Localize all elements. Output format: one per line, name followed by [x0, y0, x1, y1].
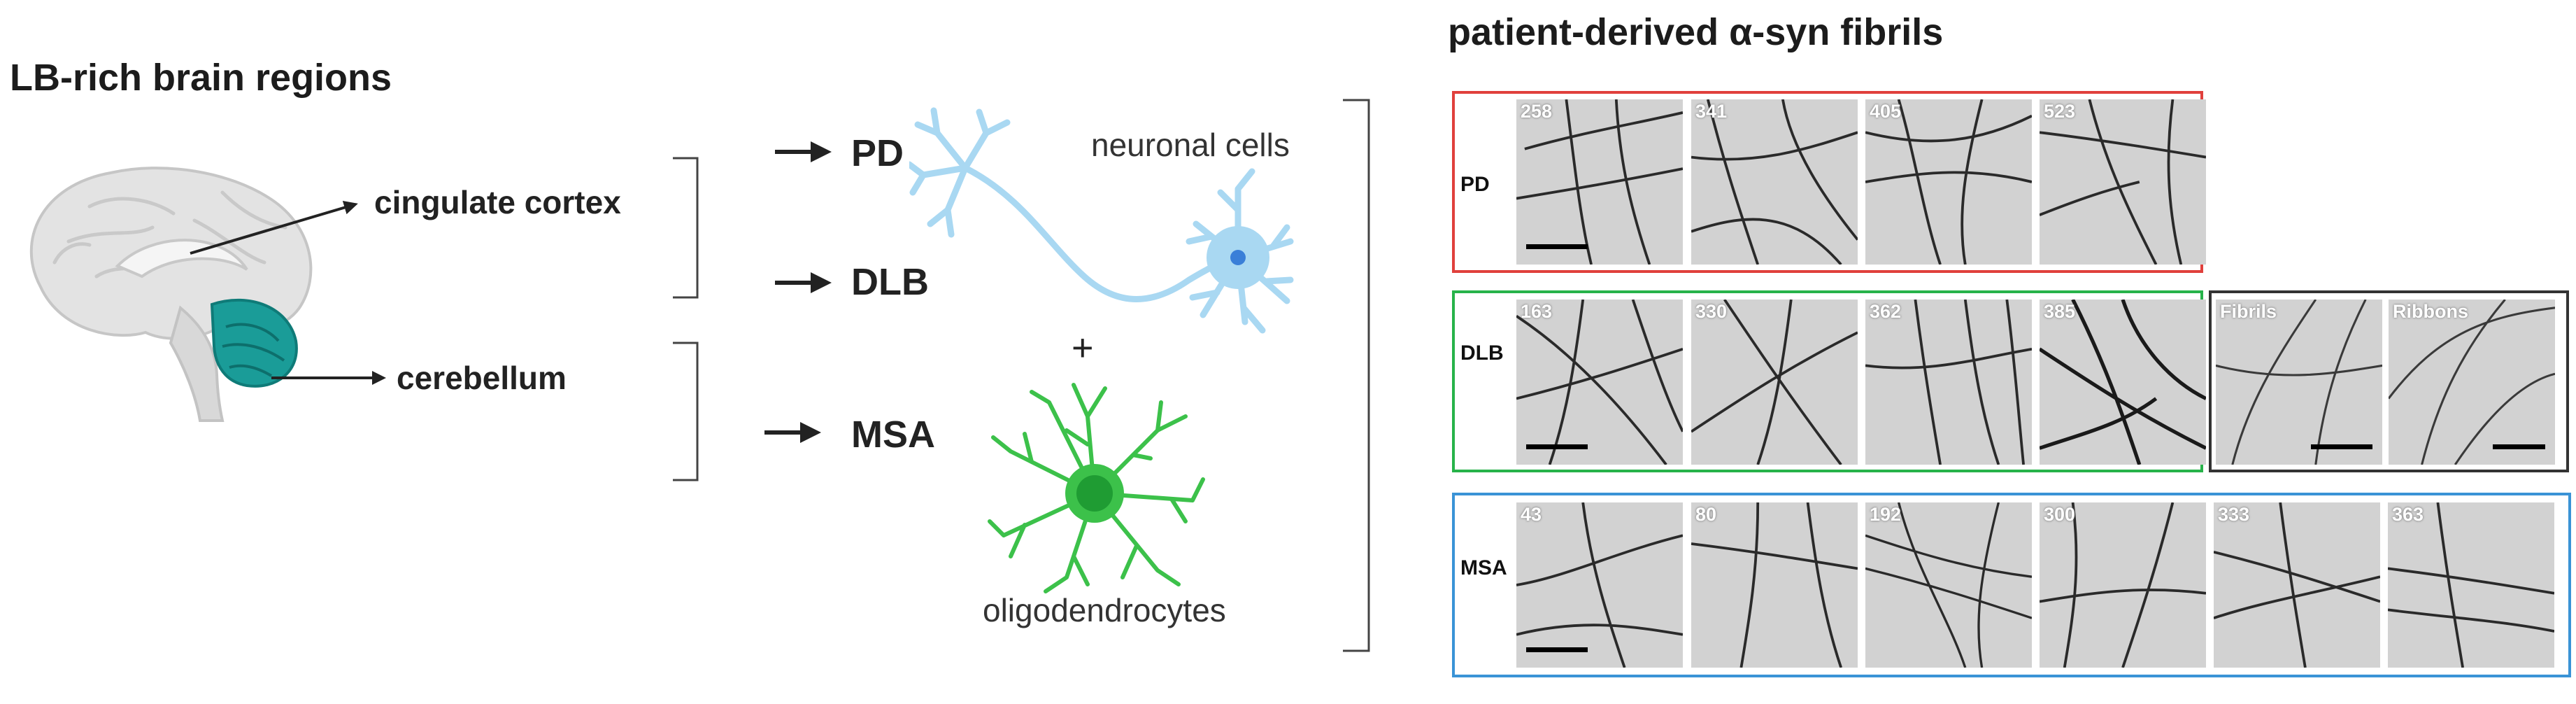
right-title: patient-derived α-syn fibrils	[1448, 11, 1944, 53]
em-panel: 163	[1516, 300, 1683, 465]
panel-label: Fibrils	[2220, 301, 2277, 322]
scale-bar	[1526, 244, 1588, 249]
em-panel: 192	[1865, 502, 2032, 668]
region-cerebellum: cerebellum	[397, 360, 567, 396]
panel-number: 523	[2044, 101, 2076, 122]
em-panel: 341	[1691, 99, 1858, 265]
disease-msa: MSA	[851, 414, 935, 456]
em-panel: 258	[1516, 99, 1683, 265]
label-neuronal-cells: neuronal cells	[1091, 127, 1290, 163]
panel-number: 192	[1870, 504, 1902, 525]
panel-number: 363	[2392, 504, 2424, 525]
scale-bar	[2493, 444, 2545, 449]
em-panel: 363	[2388, 502, 2554, 668]
panel-number: 80	[1695, 504, 1717, 525]
em-panel: 385	[2040, 300, 2206, 465]
panel-number: 258	[1521, 101, 1553, 122]
oligodendrocyte-icon	[988, 383, 1205, 593]
em-panel-ribbons: Ribbons	[2389, 300, 2555, 465]
region-cingulate-cortex: cingulate cortex	[374, 184, 621, 220]
neuron-icon	[909, 107, 1294, 334]
panel-number: 330	[1695, 301, 1728, 322]
scale-bar	[2311, 444, 2372, 449]
row-label-pd: PD	[1460, 173, 1490, 196]
em-panel: 330	[1691, 300, 1858, 465]
panel-number: 405	[1870, 101, 1902, 122]
em-panel: 300	[2040, 502, 2206, 668]
row-box-msa	[1452, 493, 2571, 677]
disease-pd: PD	[851, 132, 904, 174]
scale-bar	[1526, 647, 1588, 652]
em-panel: 405	[1865, 99, 2032, 265]
em-panel: 523	[2040, 99, 2206, 265]
left-title: LB-rich brain regions	[10, 57, 392, 99]
em-panel-fibrils: Fibrils	[2216, 300, 2382, 465]
panel-number: 163	[1521, 301, 1553, 322]
scale-bar	[1526, 444, 1588, 449]
panel-number: 341	[1695, 101, 1728, 122]
cerebellum-shape	[210, 298, 298, 388]
em-panel: 43	[1516, 502, 1683, 668]
panel-label: Ribbons	[2393, 301, 2468, 322]
row-box-reference	[2209, 290, 2569, 472]
row-label-dlb: DLB	[1460, 342, 1504, 365]
label-oligodendrocytes: oligodendrocytes	[983, 592, 1226, 628]
panel-number: 43	[1521, 504, 1542, 525]
panel-number: 385	[2044, 301, 2076, 322]
plus-sign: +	[1072, 327, 1094, 369]
disease-dlb: DLB	[851, 261, 929, 303]
panel-number: 362	[1870, 301, 1902, 322]
em-panel: 333	[2214, 502, 2380, 668]
row-label-msa: MSA	[1460, 556, 1507, 579]
em-panel: 362	[1865, 300, 2032, 465]
em-panel: 80	[1691, 502, 1858, 668]
panel-number: 333	[2218, 504, 2250, 525]
panel-number: 300	[2044, 504, 2076, 525]
brain-illustration	[29, 167, 313, 422]
